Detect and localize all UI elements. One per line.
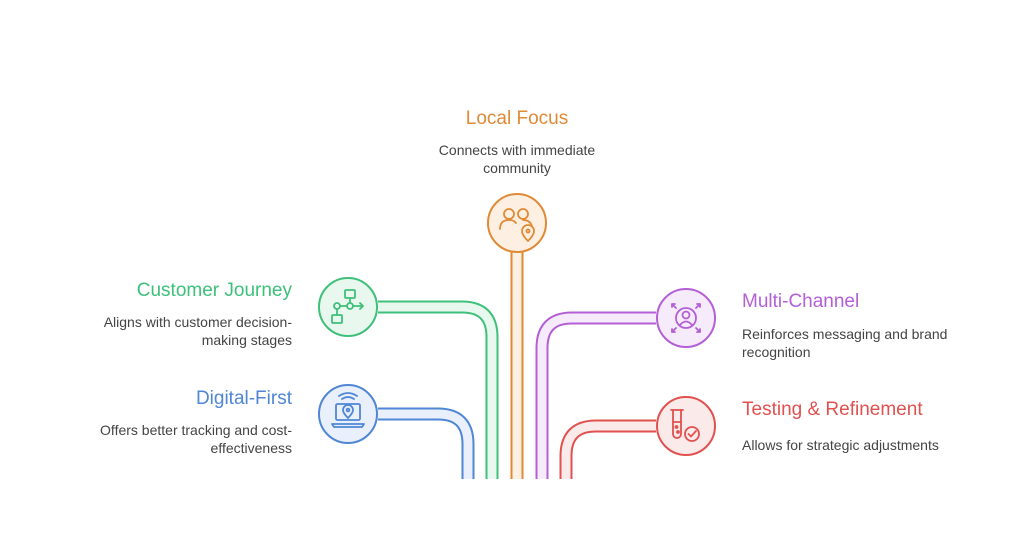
test-tube-check-icon [670,409,700,442]
multi-channel-description-line-1: Reinforces messaging and brand [742,326,948,342]
customer-journey-description-line-2: making stages [201,332,292,348]
testing-refinement-pipe [559,419,656,479]
laptop-location-icon [331,392,365,428]
multi-channel-title: Multi-Channel [742,291,860,312]
testing-refinement-node [656,396,716,456]
digital-first-pipe [378,407,475,479]
local-focus-description-line-1: Connects with immediate [438,142,596,158]
customer-journey-pipe [378,300,499,479]
multi-channel-pipe [535,311,656,479]
local-focus-description-line-2: community [483,160,551,176]
multi-channel-description: Reinforces messaging and brand recogniti… [742,325,1002,361]
people-location-icon [499,208,535,242]
local-focus-description: Connects with immediate community [387,141,647,177]
multi-channel-description-line-2: recognition [742,344,811,360]
testing-refinement-description: Allows for strategic adjustments [742,436,1002,454]
flowchart-icon [331,289,364,324]
local-focus-title: Local Focus [465,108,569,129]
customer-journey-description-line-1: Aligns with customer decision- [103,314,292,330]
multi-channel-node [656,288,716,348]
digital-first-node [318,384,378,444]
digital-first-description-line-1: Offers better tracking and cost- [100,422,292,438]
customer-journey-node [318,277,378,337]
digital-first-title: Digital-First [195,388,292,409]
testing-refinement-description-line-1: Allows for strategic adjustments [742,437,939,453]
customer-journey-description: Aligns with customer decision- making st… [32,313,292,349]
digital-first-description-line-2: effectiveness [210,440,292,456]
local-focus-node [487,193,547,253]
testing-refinement-title: Testing & Refinement [742,399,923,420]
customer-journey-title: Customer Journey [136,280,292,301]
digital-first-description: Offers better tracking and cost- effecti… [32,421,292,457]
user-broadcast-icon [671,303,701,333]
